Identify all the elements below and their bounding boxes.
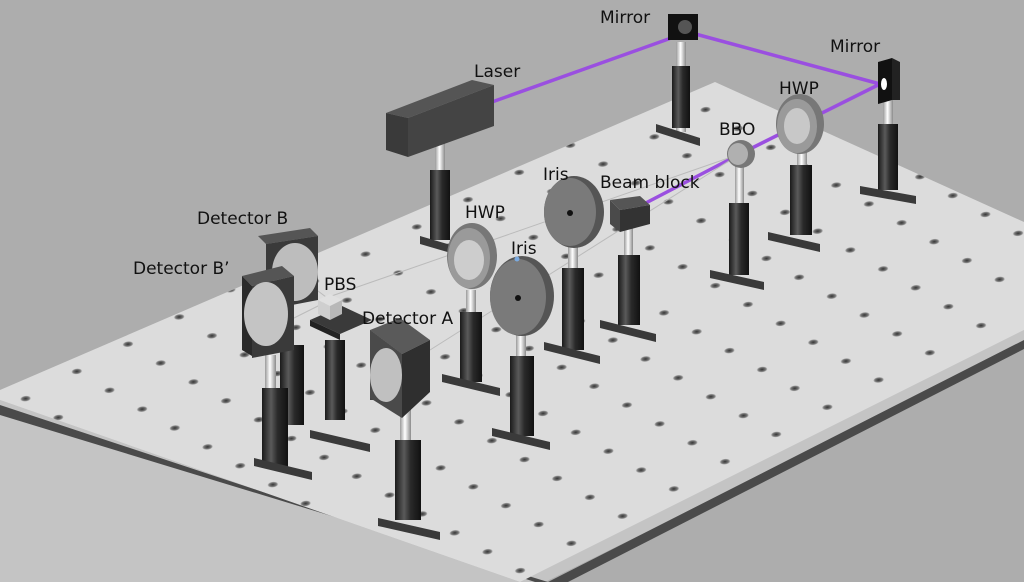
label-detector-b-prime: Detector B’ [133,259,230,279]
beam-laser-to-mirror [491,30,689,104]
iris-back [544,176,604,364]
label-laser: Laser [474,62,520,82]
beam-bbo-to-block [639,152,741,208]
label-hwp-right: HWP [779,79,819,99]
label-detector-b: Detector B [197,209,288,229]
mirror-top [656,14,700,146]
iris-front [490,256,554,450]
label-mirror-right: Mirror [830,37,880,57]
labels: Mirror Mirror Laser HWP BBO Iris Beam bl… [133,8,880,329]
bbo-crystal [710,140,764,290]
detector-a [370,318,440,540]
beam-block [600,196,656,342]
label-detector-a: Detector A [362,309,453,329]
label-pbs: PBS [324,275,356,295]
signal-line-1 [319,153,741,301]
label-iris-back: Iris [543,165,569,185]
label-beam-block: Beam block [600,173,700,193]
beam-mirror-to-mirror [687,30,881,86]
hwp-left [442,223,500,396]
detector-b-prime [242,266,312,480]
hwp-right [768,94,824,252]
table-right-edge-shadow [548,340,1024,582]
label-bbo: BBO [719,120,755,140]
label-hwp-left: HWP [465,203,505,223]
table-front-edge [0,330,1024,582]
label-iris-front: Iris [511,239,537,259]
mirror-right [860,58,916,204]
pbs-cube [310,294,372,452]
label-mirror-top: Mirror [600,8,650,28]
